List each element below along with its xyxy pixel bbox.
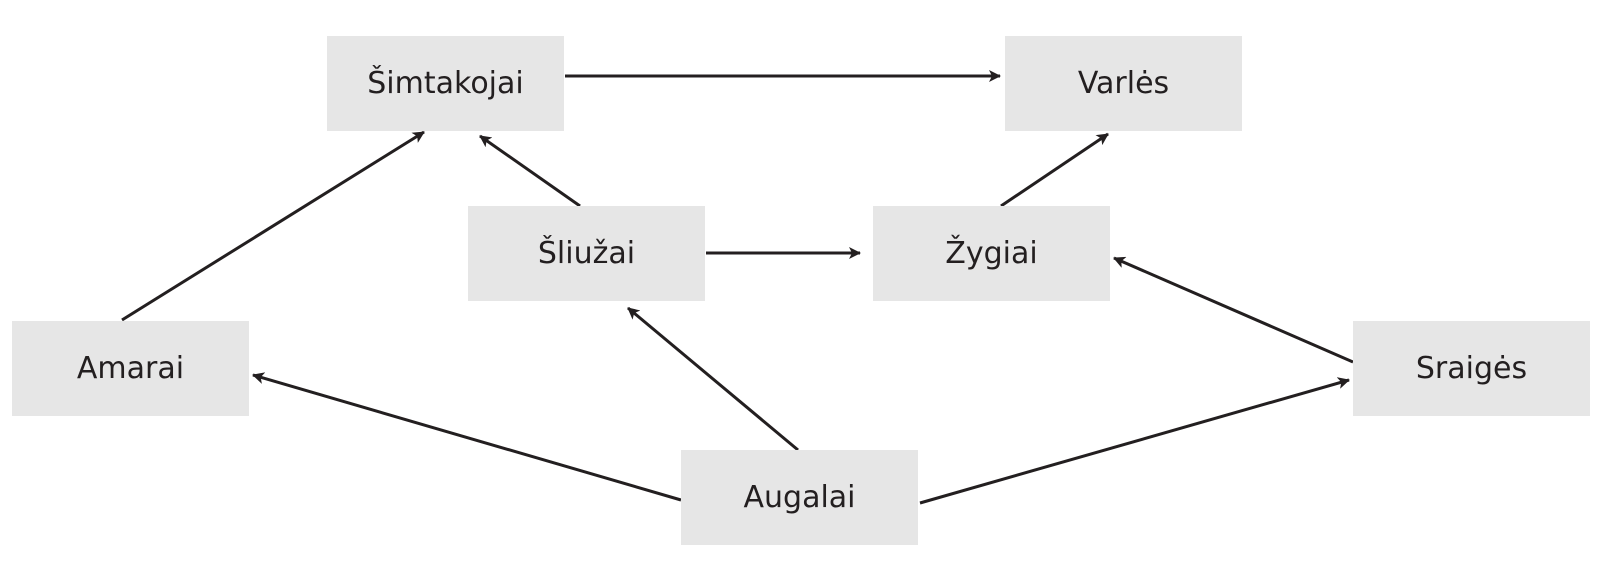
edge-sraiges-to-zygiai [1113, 256, 1354, 364]
node-zygiai: Žygiai [873, 206, 1110, 301]
node-label: Šimtakojai [367, 66, 524, 101]
edge-augalai-to-sliuzai [627, 306, 799, 452]
node-simtakojai: Šimtakojai [327, 36, 564, 131]
node-varles: Varlės [1005, 36, 1242, 131]
node-sraiges: Sraigės [1353, 321, 1590, 416]
node-label: Žygiai [945, 236, 1038, 271]
node-label: Augalai [743, 480, 856, 515]
node-label: Amarai [76, 351, 185, 386]
edge-sliuzai-to-simtakojai [479, 134, 581, 208]
node-label: Sraigės [1415, 351, 1528, 386]
node-label: Šliužai [537, 236, 636, 271]
node-augalai: Augalai [681, 450, 918, 545]
edge-amarai-to-simtakojai [121, 130, 425, 322]
node-sliuzai: Šliužai [468, 206, 705, 301]
node-amarai: Amarai [12, 321, 249, 416]
edge-augalai-to-sraiges [919, 377, 1350, 505]
node-label: Varlės [1077, 66, 1170, 101]
edge-augalai-to-amarai [252, 372, 682, 502]
edge-zygiai-to-varles [1000, 132, 1109, 208]
